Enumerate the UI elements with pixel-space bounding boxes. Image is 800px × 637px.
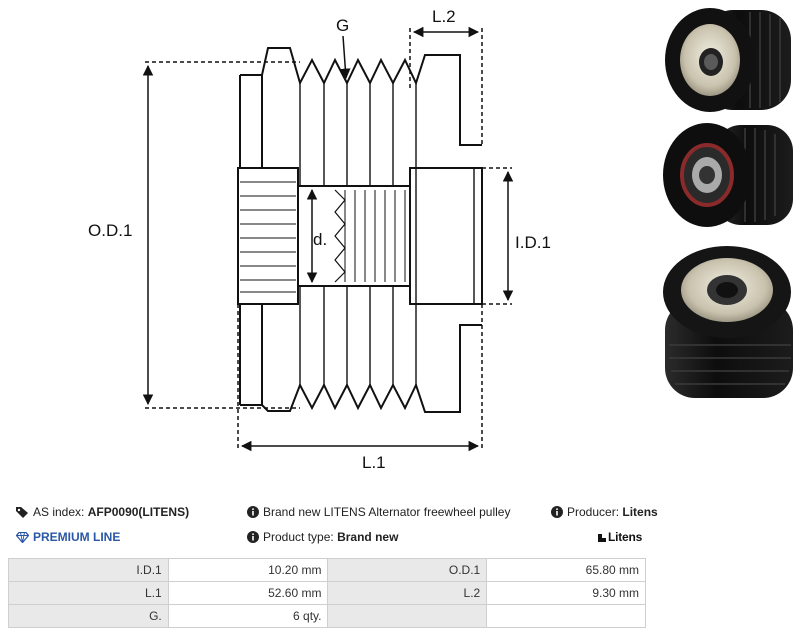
spec-label: I.D.1 — [8, 558, 169, 582]
tag-icon — [16, 507, 28, 518]
table-row: I.D.1 10.20 mm O.D.1 65.80 mm — [8, 558, 646, 582]
photo-bearing-side-view — [663, 123, 793, 227]
pulley-bottom-profile — [240, 324, 482, 413]
label-id1: I.D.1 — [515, 233, 551, 252]
label-od1: O.D.1 — [88, 221, 132, 240]
spec-value — [486, 604, 646, 628]
brand-logo-text: Litens — [608, 530, 643, 544]
spec-value: 10.20 mm — [167, 558, 329, 582]
photo-front-view — [665, 8, 791, 112]
product-photos — [663, 8, 793, 398]
premium-line-badge: PREMIUM LINE — [33, 530, 121, 544]
label-l1: L.1 — [362, 453, 386, 472]
info-icon — [247, 531, 259, 543]
pulley-technical-drawing: G L.2 O.D.1 d. I.D.1 L.1 — [88, 7, 551, 472]
producer-value: Litens — [622, 505, 658, 519]
spec-label — [327, 604, 488, 628]
info-icon — [247, 506, 259, 518]
spec-value: 6 qty. — [167, 604, 329, 628]
producer-label: Producer: — [567, 505, 620, 519]
spec-value: 52.60 mm — [167, 581, 329, 605]
spec-label: G. — [8, 604, 169, 628]
table-row: L.1 52.60 mm L.2 9.30 mm — [8, 581, 646, 605]
photo-top-angle-view — [663, 246, 793, 398]
as-index-label: AS index: — [33, 505, 85, 519]
litens-logo-icon — [598, 534, 606, 542]
spec-label: O.D.1 — [327, 558, 488, 582]
table-row: G. 6 qty. — [8, 604, 646, 628]
diamond-icon — [16, 532, 29, 543]
label-g: G — [336, 16, 349, 35]
spec-value: 9.30 mm — [486, 581, 646, 605]
spec-label: L.2 — [327, 581, 488, 605]
spec-value: 65.80 mm — [486, 558, 646, 582]
product-description: Brand new LITENS Alternator freewheel pu… — [263, 505, 511, 519]
product-type-label: Product type: — [263, 530, 334, 544]
specifications-table: I.D.1 10.20 mm O.D.1 65.80 mm L.1 52.60 … — [8, 558, 646, 628]
spline-hub — [237, 167, 299, 305]
label-l2: L.2 — [432, 7, 456, 26]
product-type-value: Brand new — [337, 530, 399, 544]
bearing-block — [409, 167, 483, 305]
spec-label: L.1 — [8, 581, 169, 605]
info-icon — [551, 506, 563, 518]
label-d: d. — [313, 230, 327, 249]
pulley-top-profile — [240, 47, 482, 146]
as-index-value[interactable]: AFP0090(LITENS) — [87, 505, 190, 519]
